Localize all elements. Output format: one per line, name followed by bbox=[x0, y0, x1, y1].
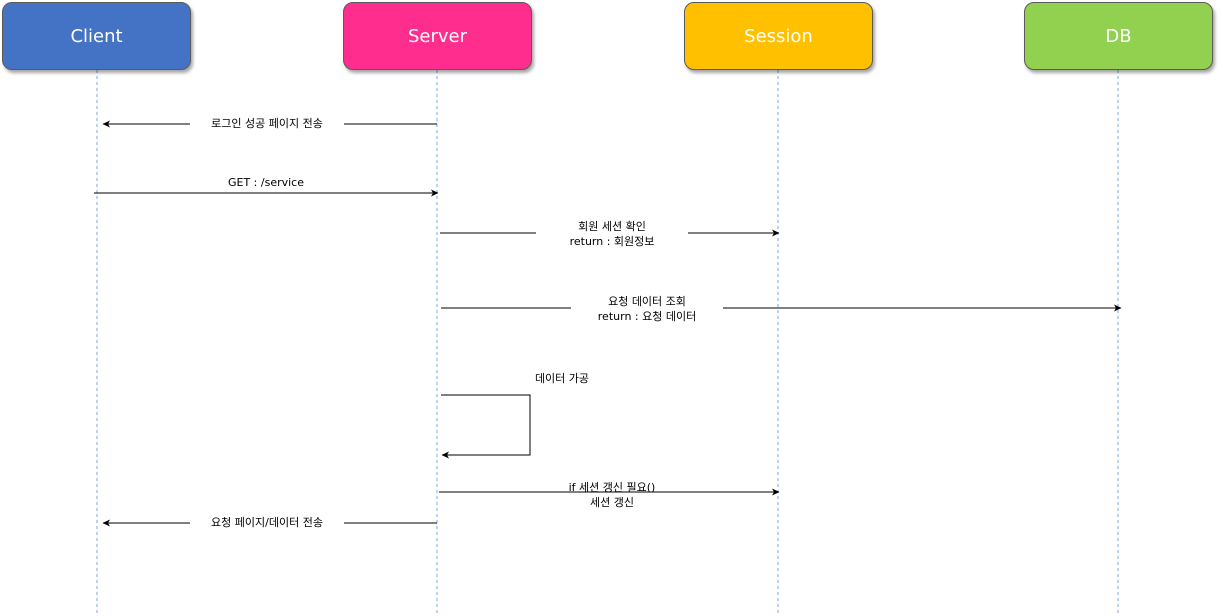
message-label-process-data: 데이터 가공 bbox=[534, 372, 590, 385]
message-label-check-session: 회원 세션 확인 return : 회원정보 bbox=[536, 219, 688, 249]
message-label-login-success: 로그인 성공 페이지 전송 bbox=[190, 116, 344, 131]
participant-client: Client bbox=[2, 2, 191, 70]
participant-server: Server bbox=[343, 2, 532, 70]
message-label-renew-session: if 세션 갱신 필요() 세션 갱신 bbox=[568, 481, 656, 509]
message-label-query-data: 요청 데이터 조회 return : 요청 데이터 bbox=[571, 294, 723, 324]
arrow-process-data-self bbox=[441, 394, 531, 459]
participant-server-label: Server bbox=[407, 25, 468, 47]
message-label-send-page: 요청 페이지/데이터 전송 bbox=[190, 515, 344, 530]
message-label-get-service: GET : /service bbox=[227, 176, 304, 189]
participant-client-label: Client bbox=[70, 25, 123, 47]
participant-session-label: Session bbox=[744, 25, 813, 47]
participant-session: Session bbox=[684, 2, 873, 70]
participant-db-label: DB bbox=[1105, 25, 1132, 47]
participant-db: DB bbox=[1024, 2, 1213, 70]
